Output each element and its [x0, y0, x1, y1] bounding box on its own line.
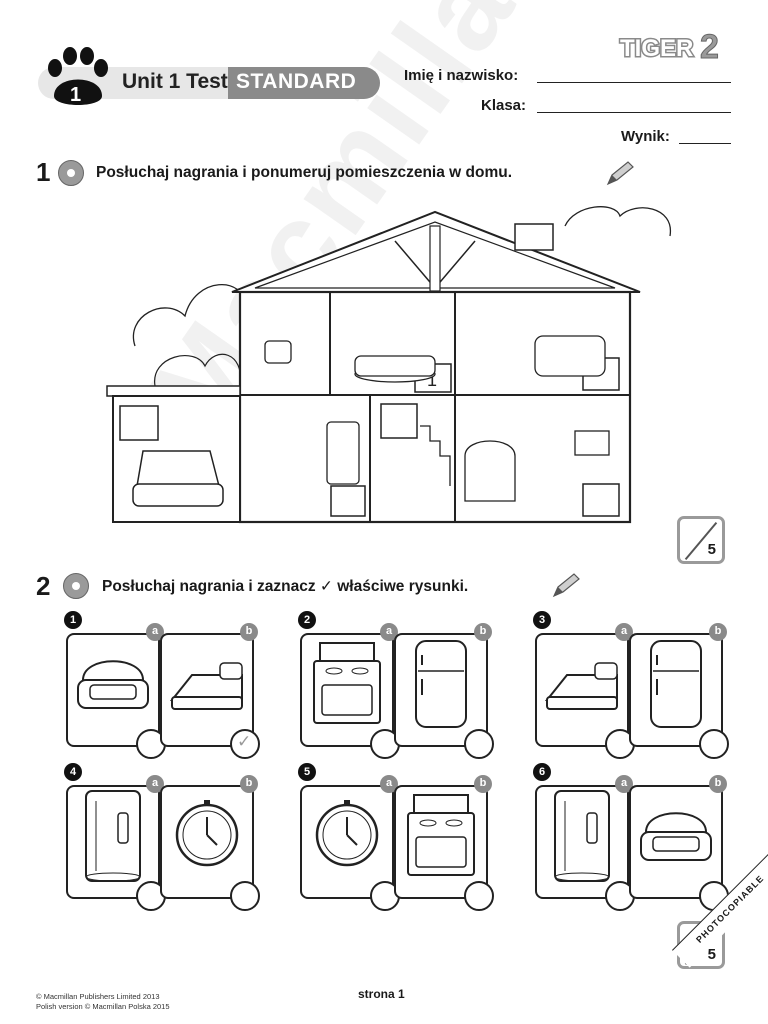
picture-card-a[interactable] [66, 633, 160, 747]
class-label: Klasa: [481, 97, 527, 114]
picture-card-b[interactable] [160, 785, 254, 899]
picture-card-a[interactable] [66, 785, 160, 899]
option-tag-b: b [474, 775, 492, 793]
example-answer: 1 [427, 370, 437, 390]
task1-score-box[interactable]: 5 [677, 516, 725, 564]
answer-circle-b[interactable] [464, 881, 494, 911]
pencil-icon [606, 161, 634, 186]
option-tag-a: a [146, 623, 164, 641]
armchair-icon [77, 660, 149, 709]
answer-circle-b[interactable] [464, 729, 494, 759]
answer-circle-b[interactable] [230, 881, 260, 911]
task1-instruction: Posłuchaj nagrania i ponumeruj pomieszcz… [96, 164, 512, 181]
option-tag-b: b [240, 775, 258, 793]
picture-card-b[interactable] [160, 633, 254, 747]
picture-card-a[interactable] [300, 785, 394, 899]
answer-circle-b[interactable]: ✓ [230, 729, 260, 759]
shower-icon [85, 790, 141, 882]
paw-icon [48, 47, 108, 105]
clock-icon [315, 800, 379, 867]
score-label: Wynik: [621, 128, 670, 145]
page-number: strona 1 [358, 987, 405, 1001]
item-number: 4 [64, 763, 82, 781]
score-field[interactable] [679, 143, 731, 144]
unit-level: STANDARD [236, 70, 357, 93]
option-tag-b: b [709, 623, 727, 641]
picture-card-a[interactable] [300, 633, 394, 747]
option-tag-a: a [146, 775, 164, 793]
class-field[interactable] [537, 112, 731, 113]
bed-icon [169, 662, 243, 710]
armchair-icon [640, 812, 712, 861]
option-tag-b: b [474, 623, 492, 641]
logo-text: TIGER [620, 35, 693, 62]
picture-card-a[interactable] [535, 633, 629, 747]
copyright-line-2: Polish version © Macmillan Polska 2015 [36, 1002, 170, 1011]
option-tag-a: a [615, 775, 633, 793]
cooker-icon [407, 794, 475, 876]
pencil-icon [552, 573, 580, 598]
task1-max-score: 5 [707, 541, 716, 558]
option-tag-a: a [380, 775, 398, 793]
house-illustration: 1 [106, 206, 671, 524]
bed-icon [544, 662, 618, 710]
tiger-logo: TIGER 2 [619, 28, 720, 67]
unit-number: 1 [70, 84, 82, 106]
fridge-icon [415, 640, 467, 728]
cooker-icon [313, 642, 381, 724]
fridge-icon [650, 640, 702, 728]
item-number: 5 [298, 763, 316, 781]
shower-icon [554, 790, 610, 882]
logo-level: 2 [700, 28, 719, 66]
option-tag-a: a [615, 623, 633, 641]
name-label: Imię i nazwisko: [404, 67, 519, 84]
item-number: 3 [533, 611, 551, 629]
picture-card-a[interactable] [535, 785, 629, 899]
name-field[interactable] [537, 82, 731, 83]
unit-title: Unit 1 Test [122, 70, 228, 93]
task2-instruction: Posłuchaj nagrania i zaznacz ✓ właściwe … [102, 578, 469, 595]
item-number: 6 [533, 763, 551, 781]
picture-card-b[interactable] [629, 785, 723, 899]
picture-card-b[interactable] [394, 633, 488, 747]
option-tag-b: b [709, 775, 727, 793]
task2-number: 2 [36, 571, 51, 601]
check-mark-icon: ✓ [237, 732, 252, 751]
copyright-line-1: © Macmillan Publishers Limited 2013 [36, 992, 160, 1001]
picture-card-b[interactable] [629, 633, 723, 747]
item-number: 1 [64, 611, 82, 629]
task1-number: 1 [36, 157, 51, 187]
cd-icon [63, 573, 89, 599]
picture-card-b[interactable] [394, 785, 488, 899]
cd-icon [58, 160, 84, 186]
option-tag-b: b [240, 623, 258, 641]
task2-max-score: 5 [707, 946, 716, 963]
clock-icon [175, 800, 239, 867]
answer-circle-b[interactable] [699, 729, 729, 759]
item-number: 2 [298, 611, 316, 629]
option-tag-a: a [380, 623, 398, 641]
